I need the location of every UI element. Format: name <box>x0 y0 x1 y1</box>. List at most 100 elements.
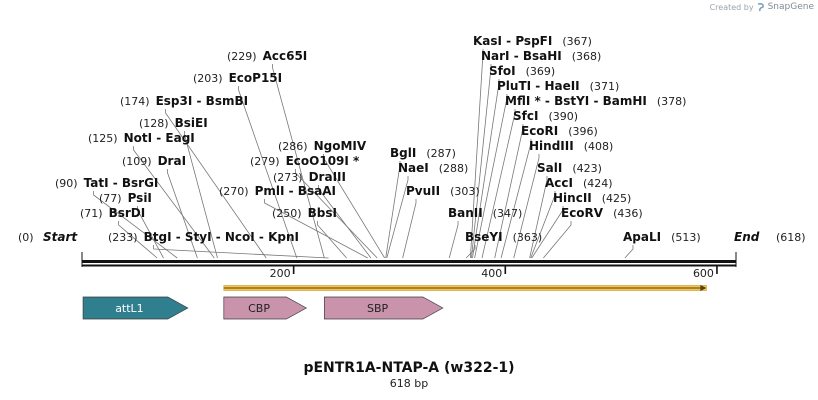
site-name: Esp3I - BsmBI <box>156 94 248 108</box>
site-position: (368) <box>572 50 602 63</box>
site-connector <box>153 245 329 259</box>
site-ecorv[interactable]: (436)EcoRV <box>561 206 643 220</box>
site-sfoi[interactable]: (369) SfoI <box>489 64 555 78</box>
site-name: PluTI - HaeII <box>497 79 580 93</box>
site-position: (90) <box>55 177 78 190</box>
site-ecori[interactable]: (396)EcoRI <box>521 124 598 138</box>
site-bgli[interactable]: (287)BglI <box>390 146 456 160</box>
site-name: BseYI <box>465 230 503 244</box>
feature-track: attL1 CBP SBP <box>82 296 444 320</box>
site-sali[interactable]: (423)SalI <box>537 161 602 175</box>
map-title: pENTR1A-NTAP-A (w322-1) <box>303 360 515 376</box>
site-connector <box>386 176 409 259</box>
site-banii[interactable]: (347)BanII <box>448 206 522 220</box>
feature-cbp[interactable]: CBP <box>223 296 308 320</box>
site-btgi-styi-ncoi-kpni[interactable]: (233)BtgI - StyI - NcoI - KpnI <box>108 230 299 244</box>
site-pmli-bsaai[interactable]: (270)PmlI - BsaAI <box>219 184 336 198</box>
site-connector <box>513 154 540 259</box>
end-position: (618) <box>776 231 806 244</box>
site-connector <box>238 86 298 259</box>
site-mfli-bstyi-bamhi[interactable]: (378)MflI * - BstYI - BamHI <box>505 94 686 108</box>
site-drai[interactable]: (109)DraI <box>122 154 186 168</box>
map-ends: (0) Start End (618) <box>18 230 806 244</box>
site-connector <box>472 79 500 259</box>
site-name: SalI <box>537 161 562 175</box>
site-apali[interactable]: (513) ApaLI <box>623 230 701 244</box>
site-name: EcoO109I * <box>286 154 360 168</box>
site-position: (513) <box>671 231 701 244</box>
site-connector <box>448 221 459 259</box>
site-name: SfoI <box>489 64 516 78</box>
site-hindiii[interactable]: (408)HindIII <box>529 139 613 153</box>
site-connector <box>167 169 198 259</box>
site-ecoo109i[interactable]: (279)EcoO109I * <box>250 154 360 168</box>
site-ecop15i[interactable]: (203)EcoP15I <box>193 71 282 85</box>
site-position: (250) <box>272 207 302 220</box>
site-noti-eagi[interactable]: (125)NotI - EagI <box>88 131 195 145</box>
site-connector <box>323 154 386 259</box>
site-connector <box>465 245 476 259</box>
site-sfci[interactable]: (390)SfcI <box>513 109 578 123</box>
start-label: Start <box>43 230 78 244</box>
site-position: (390) <box>548 110 578 123</box>
site-position: (174) <box>120 95 150 108</box>
site-tati-bsrgi[interactable]: (90) TatI - BsrGI <box>55 176 158 190</box>
site-position: (369) <box>526 65 556 78</box>
site-connector <box>385 161 401 259</box>
site-connector <box>529 176 548 259</box>
site-name: TatI - BsrGI <box>84 176 159 190</box>
site-name: KasI - PspFI <box>473 34 552 48</box>
site-connector <box>133 146 215 259</box>
site-connector <box>137 206 164 259</box>
site-position: (125) <box>88 132 118 145</box>
snapgene-logo-icon <box>757 3 764 12</box>
feature-label: SBP <box>367 302 389 315</box>
site-name: BbsI <box>308 206 337 220</box>
site-connector <box>531 206 564 259</box>
site-position: (288) <box>439 162 469 175</box>
site-position: (371) <box>590 80 620 93</box>
feature-arrow <box>82 296 189 320</box>
site-naei[interactable]: (288) NaeI <box>398 161 468 175</box>
site-acc65i[interactable]: (229)Acc65I <box>227 49 307 63</box>
site-name: ApaLI <box>623 230 661 244</box>
site-esp3i-bsmbi[interactable]: (174) Esp3I - BsmBI <box>120 94 248 108</box>
site-psii[interactable]: (77)PsiI <box>99 191 152 205</box>
site-connector <box>402 199 417 259</box>
site-position: (408) <box>584 140 614 153</box>
site-position: (378) <box>657 95 687 108</box>
site-name: NarI - BsaHI <box>481 49 562 63</box>
site-pvuii[interactable]: (303)PvuII <box>406 184 480 198</box>
site-name: NaeI <box>398 161 429 175</box>
site-hincii[interactable]: (425)HincII <box>553 191 631 205</box>
site-name: EcoRI <box>521 124 558 138</box>
site-position: (233) <box>108 231 138 244</box>
site-connector <box>318 185 372 259</box>
site-name: Acc65I <box>263 49 308 63</box>
tick-label: 600 <box>693 267 714 280</box>
site-connector <box>624 245 634 259</box>
site-position: (270) <box>219 185 249 198</box>
feature-attl1[interactable]: attL1 <box>82 296 189 320</box>
site-bsiei[interactable]: (128)BsiEI <box>139 116 208 130</box>
site-connector <box>481 109 516 259</box>
site-ngomiv[interactable]: (286)NgoMIV <box>278 139 367 153</box>
site-position: (109) <box>122 155 152 168</box>
site-connector <box>184 131 218 259</box>
site-bseyi[interactable]: (363)BseYI <box>465 230 542 244</box>
site-pluti-haeii[interactable]: (371) PluTI - HaeII <box>497 79 619 93</box>
site-kasi-pspfi[interactable]: (367) KasI - PspFI <box>473 34 592 48</box>
site-name: EcoP15I <box>229 71 283 85</box>
site-draiii[interactable]: (273)DraIII <box>273 170 346 184</box>
site-position: (424) <box>583 177 613 190</box>
site-position: (367) <box>562 35 592 48</box>
site-acci[interactable]: (424)AccI <box>545 176 613 190</box>
feature-sbp[interactable]: SBP <box>323 296 444 320</box>
site-position: (436) <box>613 207 643 220</box>
site-nari-bsahi[interactable]: (368) NarI - BsaHI <box>481 49 601 63</box>
site-connector <box>165 109 267 259</box>
sequence-backbone <box>81 252 737 267</box>
site-bbsi[interactable]: (250) BbsI <box>272 206 337 220</box>
site-bsrdi[interactable]: (71)BsrDI <box>80 206 145 220</box>
